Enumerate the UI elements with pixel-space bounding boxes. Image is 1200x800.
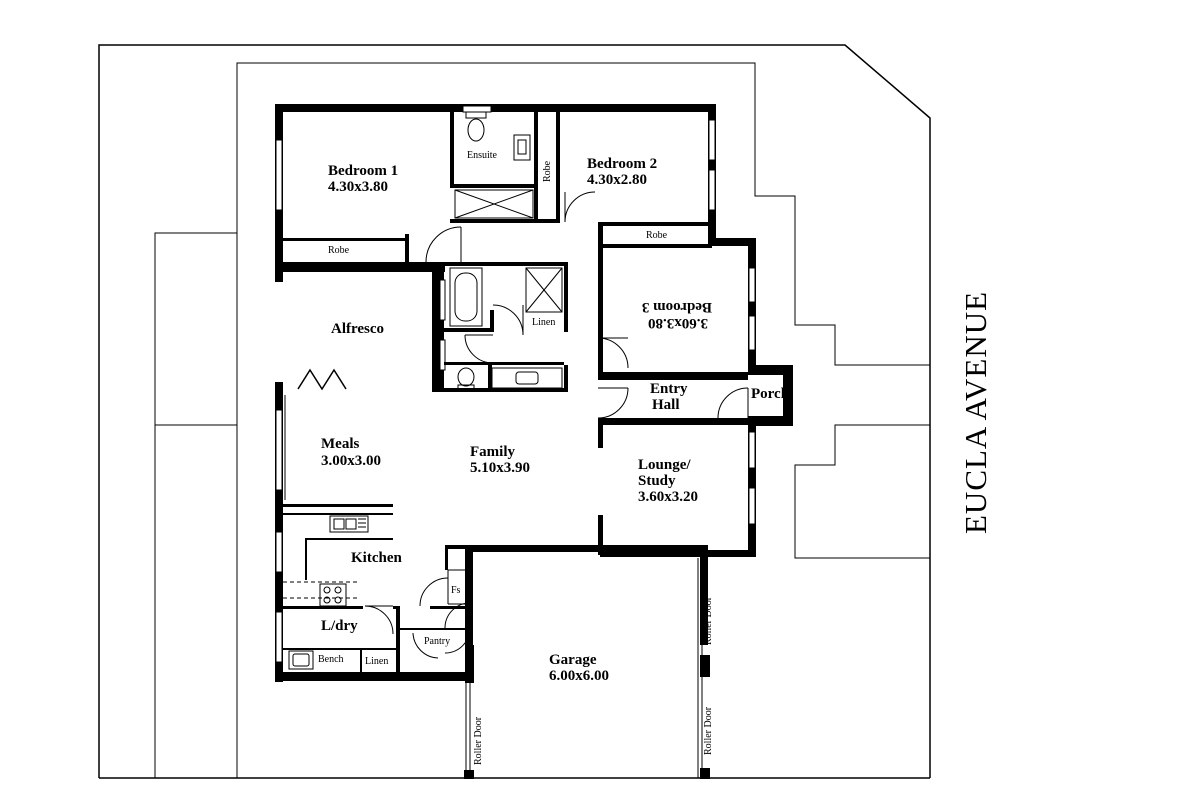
roller-door-right-top-label: Roller Door xyxy=(703,596,714,645)
linen-bath-label: Linen xyxy=(532,317,556,328)
ensuite-label: Ensuite xyxy=(467,150,497,161)
meals-name: Meals xyxy=(321,436,360,452)
interior-walls xyxy=(283,112,748,672)
meals-size: 3.00x3.00 xyxy=(321,453,381,469)
bifold-door xyxy=(297,368,347,391)
lounge-line1: Lounge/ xyxy=(638,457,691,473)
robe-bed1-label: Robe xyxy=(328,245,350,256)
entry-hall-line2: Hall xyxy=(652,397,680,413)
fs-label: Fs xyxy=(451,585,461,596)
ldry-name: L/dry xyxy=(321,618,358,634)
roller-door-posts xyxy=(464,645,710,779)
alfresco-name: Alfresco xyxy=(331,321,385,337)
robe-bed3-label: Robe xyxy=(646,230,668,241)
garage-size: 6.00x6.00 xyxy=(549,668,609,684)
street-name: EUCLA AVENUE xyxy=(958,290,993,534)
bedroom3-label: Bedroom 3 3.60x3.80 xyxy=(638,296,718,332)
bedroom2-name: Bedroom 2 xyxy=(587,156,658,172)
bedroom1-size: 4.30x3.80 xyxy=(328,179,388,195)
bedroom2-size: 4.30x2.80 xyxy=(587,172,647,188)
pantry-label: Pantry xyxy=(424,636,451,647)
entry-hall-line1: Entry xyxy=(650,381,688,397)
windows xyxy=(275,105,756,663)
garage-name: Garage xyxy=(549,652,597,668)
bedroom3-size: 3.60x3.80 xyxy=(648,315,708,331)
linen-ldry-label: Linen xyxy=(365,656,389,667)
porch-name: Porch xyxy=(751,386,790,402)
door-swings xyxy=(364,191,749,659)
robe-bed2-label: Robe xyxy=(542,160,553,182)
family-size: 5.10x3.90 xyxy=(470,460,530,476)
roller-door-right-bottom-label: Roller Door xyxy=(703,706,714,755)
lounge-size: 3.60x3.20 xyxy=(638,489,698,505)
fixtures xyxy=(283,111,563,670)
bedroom3-name: Bedroom 3 xyxy=(641,299,712,315)
landscape-outline xyxy=(154,62,930,778)
roller-door-left-label: Roller Door xyxy=(473,716,484,765)
bedroom1-name: Bedroom 1 xyxy=(328,163,399,179)
bench-label: Bench xyxy=(318,654,344,665)
family-name: Family xyxy=(470,444,515,460)
kitchen-name: Kitchen xyxy=(351,550,402,566)
lounge-line2: Study xyxy=(638,473,676,489)
